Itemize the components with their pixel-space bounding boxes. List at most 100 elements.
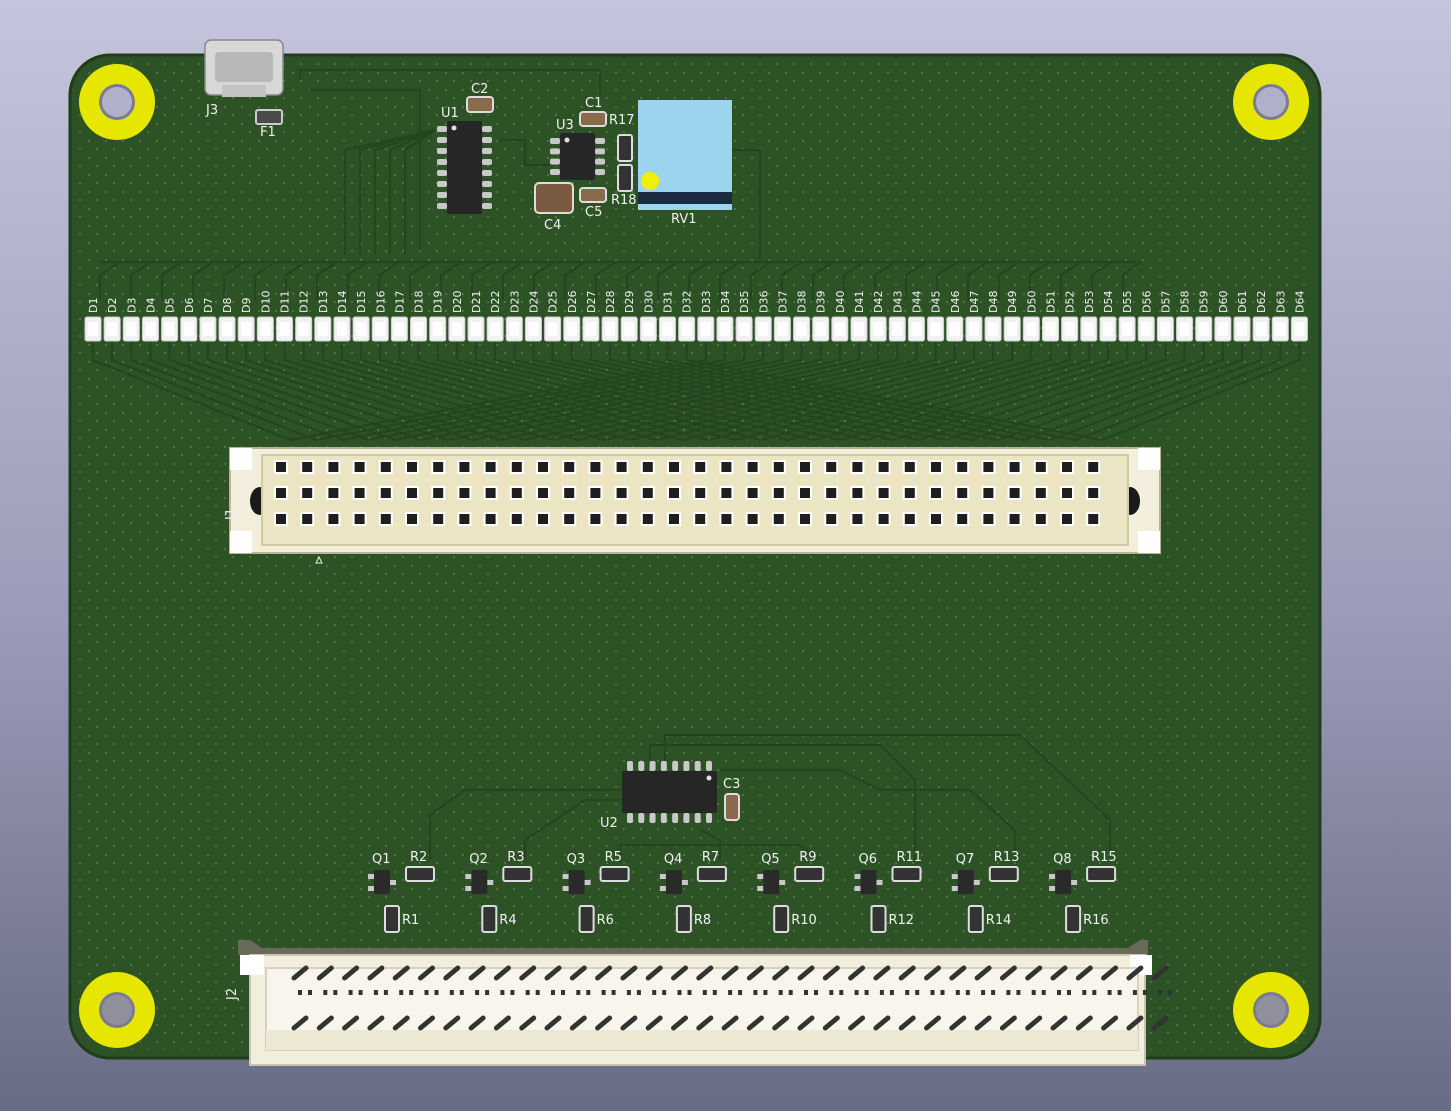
label-r1: R1	[402, 913, 419, 928]
led-label: D51	[1045, 291, 1058, 313]
resistor-r1	[384, 905, 400, 933]
label-r12: R12	[889, 913, 915, 928]
label-q2: Q2	[469, 852, 488, 867]
led-label: D55	[1121, 291, 1134, 313]
led-label: D27	[585, 291, 598, 313]
label-q1: Q1	[372, 852, 391, 867]
led-label: D30	[642, 291, 655, 313]
label-r4: R4	[499, 913, 516, 928]
resistor-r3	[502, 866, 533, 882]
led-label: D24	[527, 291, 540, 313]
resistor-r11	[891, 866, 922, 882]
label-r2: R2	[410, 850, 427, 865]
led-label: D7	[202, 298, 215, 313]
capacitor-c4	[534, 182, 574, 214]
label-rv1: RV1	[671, 212, 697, 227]
mounting-hole-tr	[1233, 64, 1309, 140]
led-label: D34	[719, 291, 732, 313]
led-label: D54	[1102, 291, 1115, 313]
label-u2: U2	[600, 816, 618, 831]
capacitor-c3	[724, 793, 740, 821]
label-q3: Q3	[567, 852, 586, 867]
label-r5: R5	[605, 850, 622, 865]
led-label: D57	[1159, 291, 1172, 313]
fuse-f1	[255, 109, 283, 125]
led-label: D3	[125, 298, 138, 313]
label-r14: R14	[986, 913, 1012, 928]
led-label: D5	[164, 298, 177, 313]
led-label: D49	[1006, 291, 1019, 313]
label-r18: R18	[611, 193, 637, 208]
led-label: D44	[910, 291, 923, 313]
label-q6: Q6	[859, 852, 878, 867]
led-label: D15	[355, 291, 368, 313]
led-label: D16	[374, 291, 387, 313]
resistor-r15	[1086, 866, 1117, 882]
led-label: D21	[470, 291, 483, 313]
mounting-hole-br	[1233, 972, 1309, 1048]
label-q8: Q8	[1053, 852, 1072, 867]
led-label: D63	[1274, 291, 1287, 313]
led-label: D19	[432, 291, 445, 313]
led-label: D58	[1179, 291, 1192, 313]
transistor-q1	[374, 870, 390, 894]
resistor-r9	[794, 866, 825, 882]
resistor-r13	[988, 866, 1019, 882]
led-label: D11	[279, 291, 292, 313]
led-label: D6	[183, 298, 196, 313]
label-f1: F1	[260, 125, 276, 140]
led-label: D39	[815, 291, 828, 313]
led-label: D9	[240, 298, 253, 313]
led-label: D29	[623, 291, 636, 313]
transistor-q7	[957, 870, 974, 894]
led-label: D42	[872, 291, 885, 313]
transistor-q6	[860, 870, 877, 894]
usb-connector-j3	[204, 39, 284, 97]
label-u3: U3	[556, 118, 574, 133]
resistor-r10	[773, 905, 790, 933]
led-label: D62	[1255, 291, 1268, 313]
led-label: D60	[1217, 291, 1230, 313]
led-label: D48	[987, 291, 1000, 313]
label-r7: R7	[702, 850, 719, 865]
led-label: D46	[949, 291, 962, 313]
din-connector-j1	[229, 447, 1161, 564]
ic-u1	[437, 121, 492, 214]
led-label: D40	[834, 291, 847, 313]
label-r11: R11	[897, 850, 923, 865]
label-c2: C2	[471, 82, 488, 97]
label-r10: R10	[791, 913, 817, 928]
led-label: D26	[566, 291, 579, 313]
resistor-r18	[617, 164, 633, 192]
led-label: D18	[413, 291, 426, 313]
resistor-r4	[481, 905, 498, 933]
led-label: D31	[662, 291, 675, 313]
led-label: D37	[776, 291, 789, 313]
ribbon-connector-j2	[238, 940, 1173, 1066]
pcb-via-field	[78, 63, 1312, 1050]
mounting-hole-tl	[79, 64, 155, 140]
label-q7: Q7	[956, 852, 975, 867]
led-label: D47	[968, 291, 981, 313]
capacitor-c2	[466, 96, 494, 113]
capacitor-c1	[579, 111, 607, 127]
label-c4: C4	[544, 218, 561, 233]
led-label: D25	[547, 291, 560, 313]
label-c5: C5	[585, 205, 602, 220]
label-r6: R6	[597, 913, 614, 928]
resistor-r7	[696, 866, 727, 882]
resistor-r12	[870, 905, 887, 933]
led-label: D53	[1083, 291, 1096, 313]
label-r8: R8	[694, 913, 711, 928]
resistor-r6	[578, 905, 595, 933]
resistor-r16	[1065, 905, 1082, 933]
label-r17: R17	[609, 113, 635, 128]
led-label: D36	[757, 291, 770, 313]
transistor-q3	[568, 870, 585, 894]
label-r3: R3	[507, 850, 524, 865]
copper-traces	[92, 69, 1301, 861]
led-label: D13	[317, 291, 330, 313]
label-j2: J2	[225, 988, 240, 1001]
